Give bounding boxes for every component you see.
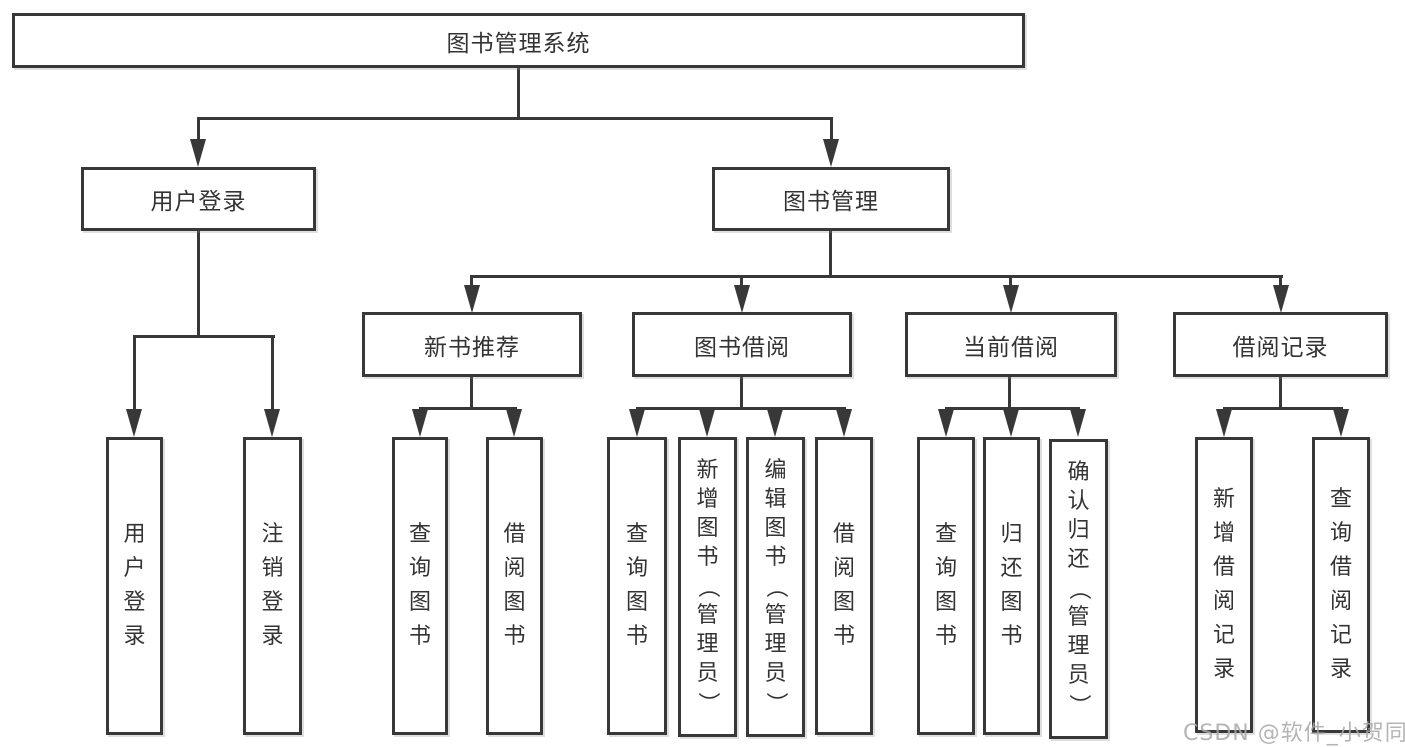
connector-current-borrow-horizontal	[945, 407, 1080, 410]
connector-book-mgmt-stem	[829, 231, 832, 277]
arrowhead-to-borrow-records	[1273, 285, 1289, 313]
connector-drop-book-borrow	[740, 275, 743, 288]
connector-root-horizontal	[197, 117, 833, 120]
arrowhead-to-new-book-rec-leaf2	[506, 409, 522, 437]
arrowhead-to-borrow-records-leaf2	[1333, 409, 1349, 437]
arrowhead-to-book-borrow-leaf1	[629, 409, 645, 437]
connector-drop-login-leaf	[133, 335, 136, 411]
connector-drop-current-borrow	[1009, 275, 1012, 288]
leaf-query-books-3: 查询图书	[917, 437, 975, 735]
leaf-return-books: 归还图书	[983, 437, 1040, 735]
connector-book-mgmt-horizontal	[470, 275, 1283, 278]
arrowhead-to-login-leaf	[126, 409, 142, 437]
leaf-user-login: 用户登录	[106, 437, 163, 735]
arrowhead-to-current-borrow-leaf1	[938, 409, 954, 437]
connector-root-stem	[517, 68, 520, 120]
leaf-query-borrow-record: 查询借阅记录	[1312, 437, 1370, 733]
leaf-borrow-books-1: 借阅图书	[486, 437, 543, 735]
leaf-confirm-return-admin: 确认归还（管理员）	[1049, 439, 1108, 739]
connector-borrow-records-horizontal	[1223, 407, 1343, 410]
leaf-add-books-admin: 新增图书（管理员）	[678, 437, 737, 737]
leaf-query-books-2: 查询图书	[607, 437, 667, 735]
leaf-add-borrow-record: 新增借阅记录	[1195, 437, 1253, 733]
arrowhead-to-book-borrow-leaf2	[699, 409, 715, 437]
arrowhead-to-current-borrow	[1003, 285, 1019, 313]
connector-drop-book-mgmt	[830, 119, 833, 143]
connector-new-book-rec-horizontal	[419, 407, 517, 410]
arrowhead-to-new-book-rec	[464, 285, 480, 313]
arrowhead-to-book-borrow-leaf3	[767, 409, 783, 437]
node-current-borrow: 当前借阅	[905, 312, 1117, 377]
connector-drop-borrow-records	[1279, 275, 1282, 288]
node-user-login: 用户登录	[81, 167, 316, 231]
connector-book-borrow-horizontal	[636, 407, 846, 410]
csdn-watermark: CSDN @软件_小贺同学	[1183, 721, 1405, 746]
connector-current-borrow-stem	[1008, 377, 1011, 410]
arrowhead-to-current-borrow-leaf3	[1070, 409, 1086, 437]
connector-drop-logout-leaf	[271, 335, 274, 411]
arrowhead-to-book-mgmt	[823, 139, 839, 167]
connector-user-login-horizontal	[133, 335, 275, 338]
leaf-borrow-books-2: 借阅图书	[815, 437, 873, 735]
node-book-borrow: 图书借阅	[632, 312, 852, 377]
node-borrow-records: 借阅记录	[1173, 312, 1388, 377]
leaf-logout: 注销登录	[243, 437, 302, 735]
arrowhead-to-book-borrow-leaf4	[836, 409, 852, 437]
arrowhead-to-user-login	[190, 139, 206, 167]
arrowhead-to-new-book-rec-leaf1	[412, 409, 428, 437]
arrowhead-to-book-borrow	[734, 285, 750, 313]
connector-borrow-records-stem	[1279, 377, 1282, 410]
connector-drop-user-login	[197, 119, 200, 143]
connector-drop-new-book-rec	[470, 275, 473, 288]
connector-book-borrow-stem	[740, 377, 743, 410]
arrowhead-to-borrow-records-leaf1	[1216, 409, 1232, 437]
connector-user-login-stem	[197, 231, 200, 337]
leaf-edit-books-admin: 编辑图书（管理员）	[746, 437, 805, 737]
node-new-book-rec: 新书推荐	[362, 312, 582, 377]
arrowhead-to-logout-leaf	[264, 409, 280, 437]
connector-new-book-rec-stem	[470, 377, 473, 410]
node-book-mgmt: 图书管理	[712, 167, 950, 231]
leaf-query-books-1: 查询图书	[392, 437, 448, 735]
arrowhead-to-current-borrow-leaf2	[1003, 409, 1019, 437]
node-root: 图书管理系统	[12, 13, 1025, 68]
